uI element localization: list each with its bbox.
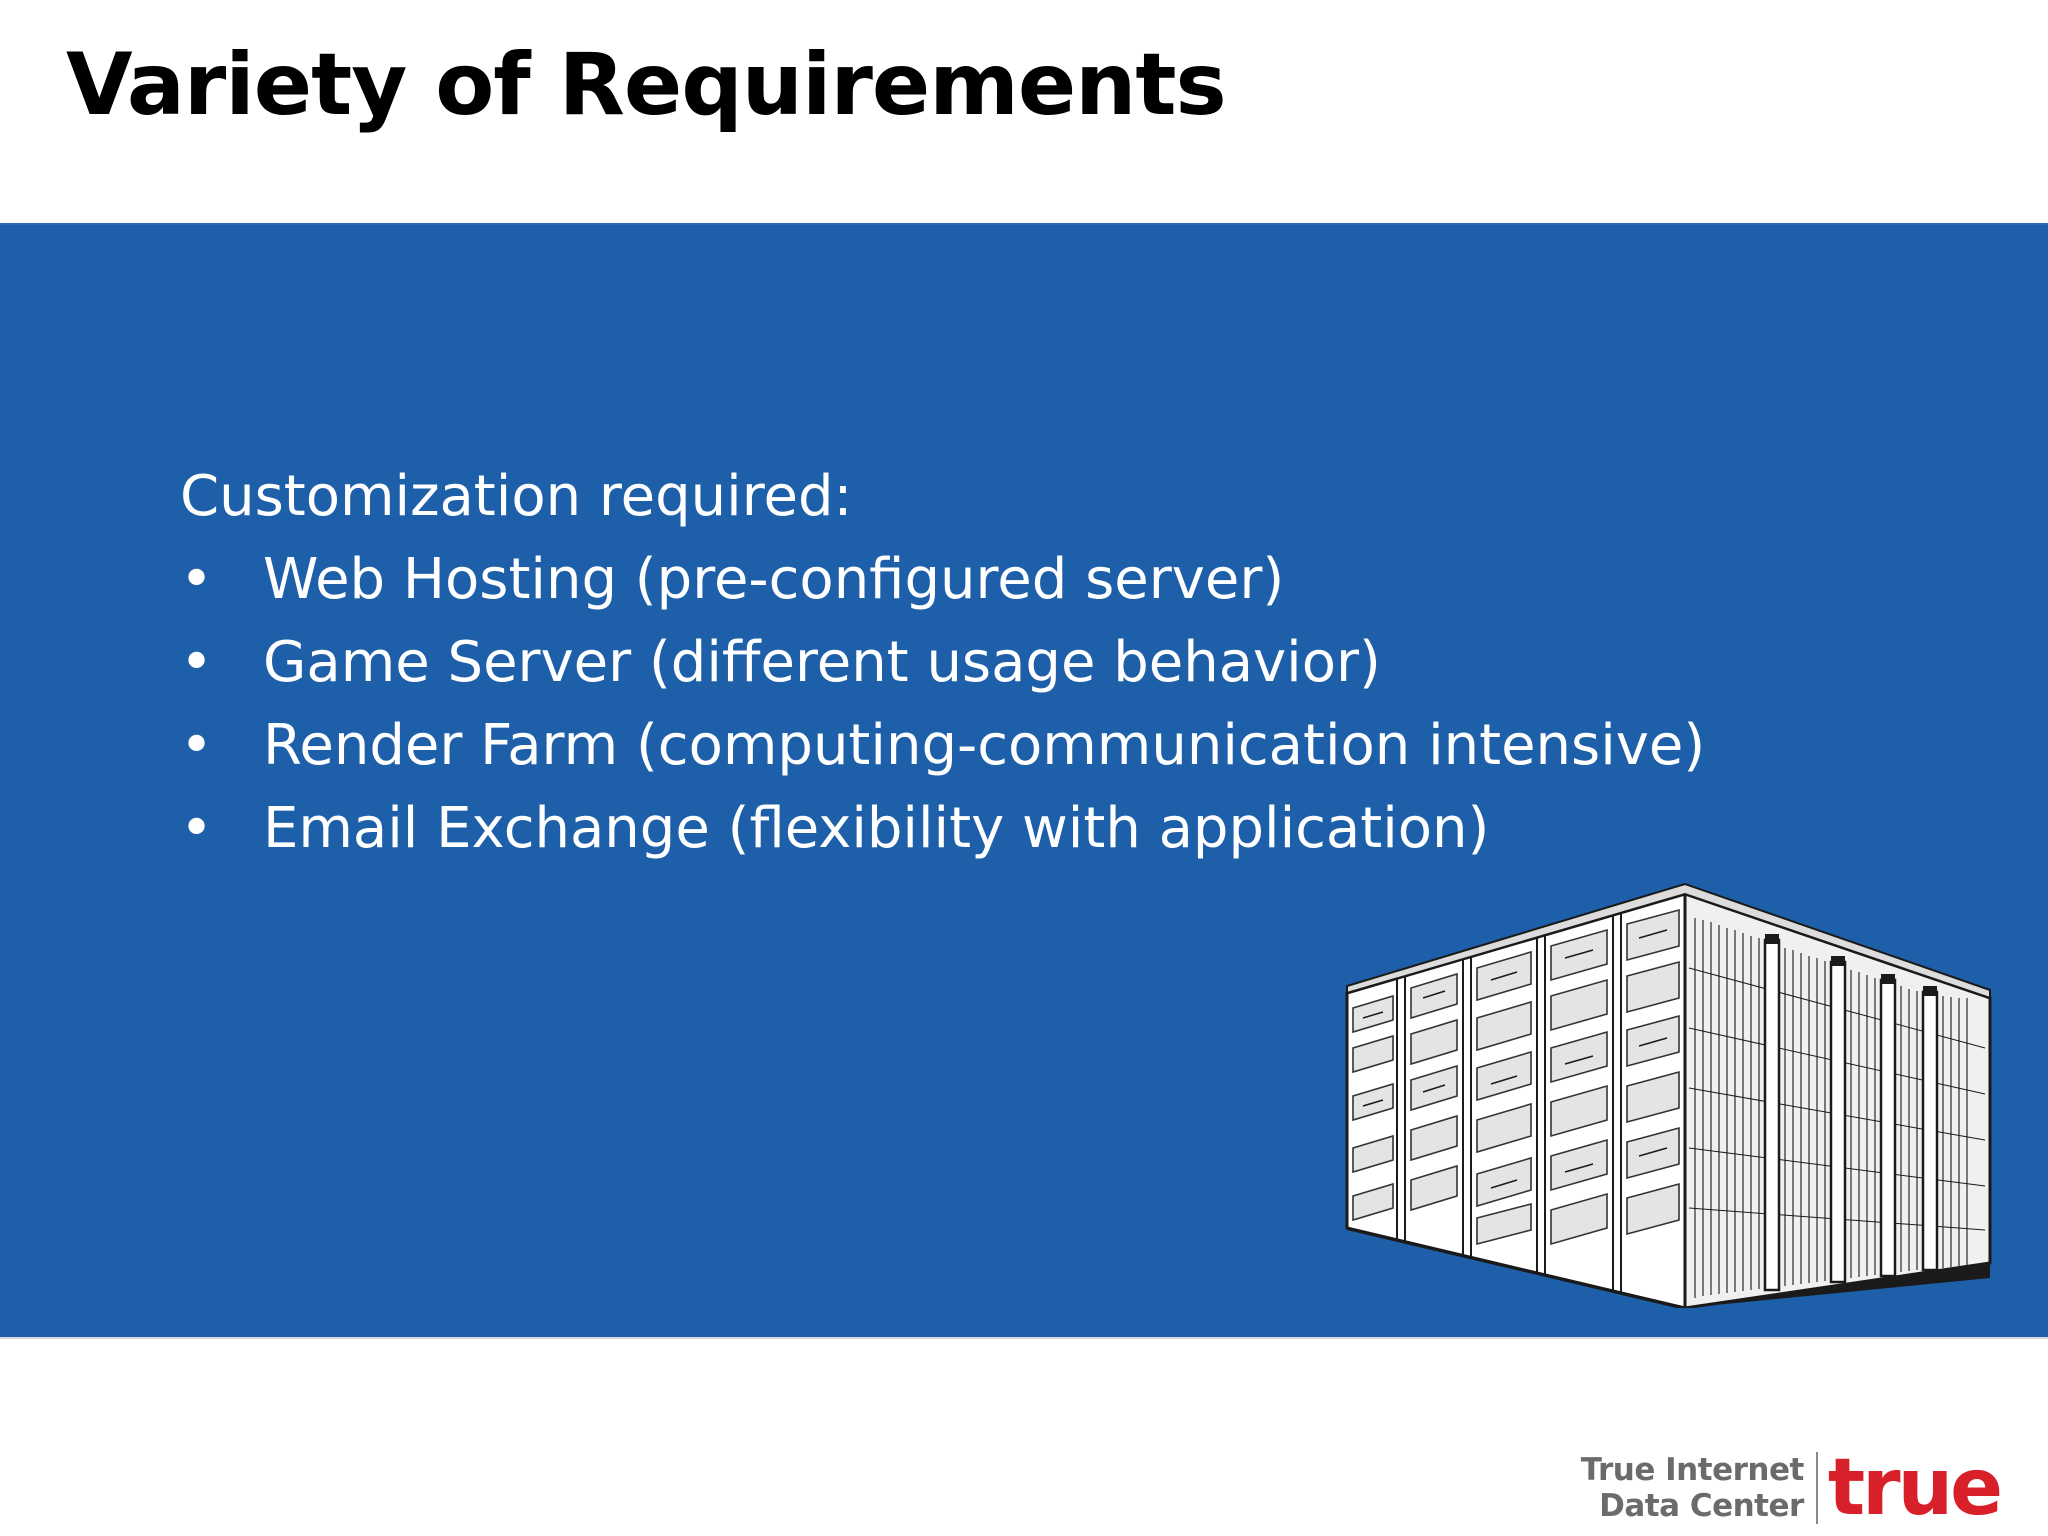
- logo-text: True Internet Data Center: [1580, 1452, 1805, 1524]
- bullet-text: Render Farm (computing-communication int…: [263, 713, 1706, 778]
- logo-line-1: True Internet: [1580, 1452, 1805, 1488]
- logo-line-2: Data Center: [1599, 1488, 1804, 1524]
- slide-title: Variety of Requirements: [66, 35, 1227, 135]
- company-logo: True Internet Data Center true: [1580, 1443, 2003, 1533]
- bullet-item: • Email Exchange (flexibility with applic…: [180, 787, 1705, 870]
- intro-line: Customization required:: [180, 464, 853, 529]
- bullet-text: Game Server (different usage behavior): [263, 630, 1381, 695]
- bullet-text: Web Hosting (pre-configured server): [263, 547, 1285, 612]
- content-text: Customization required: • Web Hosting (pr…: [180, 455, 1705, 870]
- bullet-icon: •: [180, 713, 214, 778]
- bullet-icon: •: [180, 630, 214, 695]
- bullet-text: Email Exchange (flexibility with applica…: [263, 796, 1490, 861]
- true-logo-mark: true: [1827, 1443, 2003, 1533]
- bullet-item: • Web Hosting (pre-configured server): [180, 538, 1705, 621]
- bullet-list: • Web Hosting (pre-configured server) • Ga…: [180, 538, 1705, 870]
- logo-divider: [1815, 1452, 1818, 1524]
- bullet-item: • Render Farm (computing-communication in…: [180, 704, 1705, 787]
- bullet-item: • Game Server (different usage behavior): [180, 621, 1705, 704]
- bullet-icon: •: [180, 796, 214, 861]
- server-racks-illustration: [1345, 882, 1992, 1308]
- bullet-icon: •: [180, 547, 214, 612]
